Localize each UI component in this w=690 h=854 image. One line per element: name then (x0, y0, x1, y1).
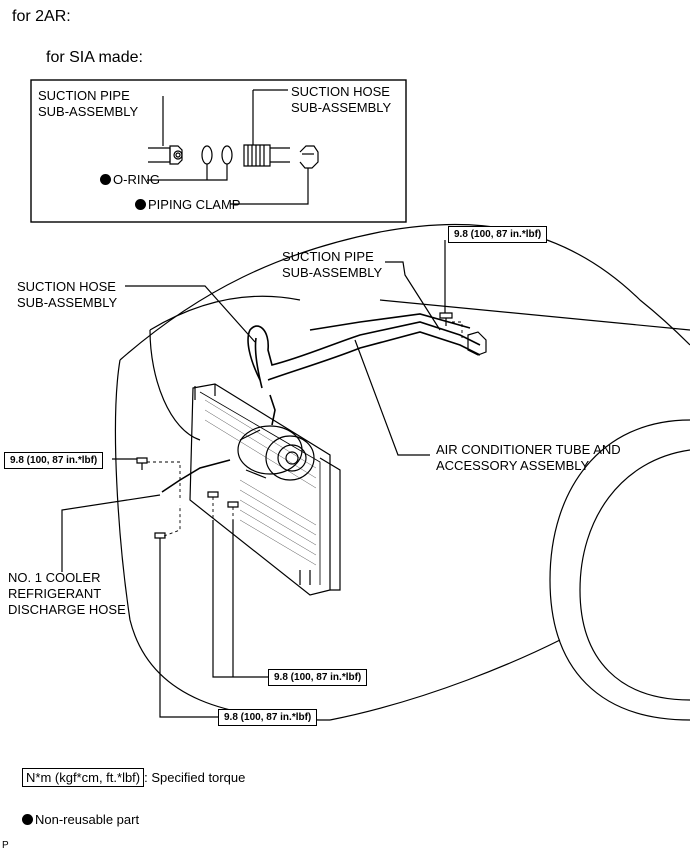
piping-clamp-label: PIPING CLAMP (135, 197, 240, 213)
wheel-arch-inner (579, 449, 690, 701)
compressor (237, 425, 315, 481)
inset-piping-clamp (230, 145, 319, 205)
torque-legend-desc: : Specified torque (144, 770, 246, 785)
hood-line (119, 223, 690, 361)
torque-legend: N*m (kgf*cm, ft.*lbf): Specified torque (22, 768, 246, 787)
torque-spec-bottom-mid: 9.8 (100, 87 in.*lbf) (268, 669, 368, 686)
bolt-top-right (439, 312, 453, 326)
ac-tube-label: AIR CONDITIONER TUBE AND ACCESSORY ASSEM… (436, 442, 621, 473)
bolt-mid-2 (227, 501, 239, 508)
torque-spec-bottom-low: 9.8 (100, 87 in.*lbf) (218, 709, 318, 726)
non-reusable-legend: Non-reusable part (22, 812, 139, 828)
inset-suction-pipe-label: SUCTION PIPE SUB-ASSEMBLY (38, 88, 139, 119)
discharge-hose (161, 459, 231, 493)
wheel-arch (549, 419, 690, 721)
body-curve (329, 639, 561, 721)
non-reusable-dot-icon (22, 814, 33, 825)
variant-heading: for SIA made: (46, 49, 143, 66)
inset-frame (30, 79, 407, 223)
torque-spec-top-right: 9.8 (100, 87 in.*lbf) (448, 226, 548, 243)
grille-line (149, 295, 301, 331)
engine-heading: for 2AR: (12, 8, 71, 25)
non-reusable-dot-icon (135, 199, 146, 210)
inset-suction-hose-label: SUCTION HOSE SUB-ASSEMBLY (291, 84, 392, 115)
suction-hose-label: SUCTION HOSE SUB-ASSEMBLY (17, 279, 118, 310)
non-reusable-dot-icon (100, 174, 111, 185)
o-ring-label: O-RING (100, 172, 160, 188)
figure-code: P (2, 840, 9, 851)
bolt-left (136, 457, 148, 470)
discharge-hose-label: NO. 1 COOLER REFRIGERANT DISCHARGE HOSE (8, 570, 126, 617)
headlamp-line (149, 329, 201, 441)
fender-line (114, 359, 331, 721)
inset-suction-hose (243, 89, 290, 167)
suction-pipe-assy (247, 313, 481, 426)
bolt-mid-1 (207, 491, 219, 498)
torque-spec-left: 9.8 (100, 87 in.*lbf) (4, 452, 104, 469)
o-ring-2 (221, 145, 233, 165)
inset-suction-pipe (148, 96, 183, 165)
suction-pipe-label: SUCTION PIPE SUB-ASSEMBLY (282, 249, 383, 280)
bolt-low (154, 532, 166, 539)
torque-unit-box: N*m (kgf*cm, ft.*lbf) (22, 768, 145, 787)
o-ring-1 (201, 145, 213, 165)
